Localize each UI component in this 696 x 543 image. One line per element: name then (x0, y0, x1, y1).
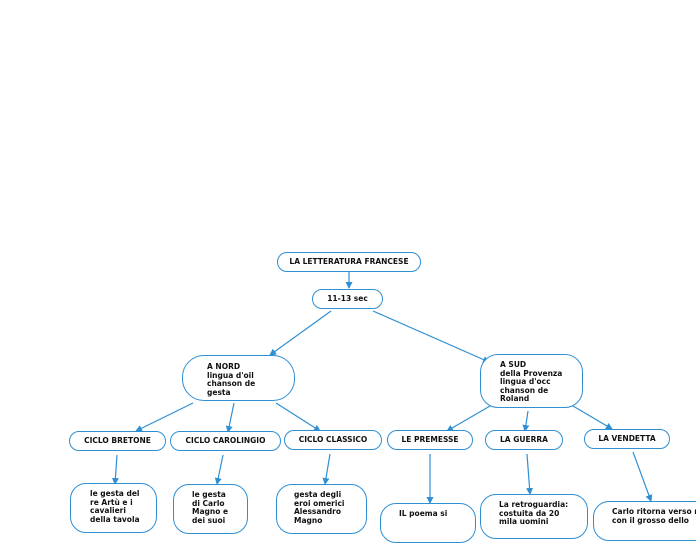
node-ciclo-classico[interactable]: CICLO CLASSICO (284, 430, 382, 450)
node-ciclo-carolingio-label: CICLO CAROLINGIO (185, 435, 266, 445)
edge-period-north (269, 310, 332, 356)
node-bretone-detail[interactable]: le gesta del re Artù e i cavalieri della… (70, 483, 157, 533)
node-premesse-detail[interactable]: IL poema si (380, 503, 476, 543)
node-classico-detail[interactable]: gesta degli eroi omerici Alessandro Magn… (276, 484, 367, 534)
node-ciclo-carolingio[interactable]: CICLO CAROLINGIO (170, 431, 281, 451)
node-ciclo-bretone-label: CICLO BRETONE (84, 435, 151, 445)
node-vendetta-label: LA VENDETTA (598, 433, 656, 443)
edge-north-bretone (135, 402, 194, 432)
node-vendetta[interactable]: LA VENDETTA (584, 429, 670, 449)
edge-period-south (372, 310, 490, 363)
node-period[interactable]: 11-13 sec (312, 289, 383, 309)
edge-guerra-detail (526, 453, 534, 495)
node-vendetta-detail[interactable]: Carlo ritorna verso ro con il grosso del… (593, 501, 696, 541)
edge-south-vendetta (572, 405, 613, 430)
node-premesse-detail-label: IL poema si (399, 509, 448, 518)
node-guerra-detail-label: La retroguardia: costuita da 20 mila uom… (499, 500, 569, 527)
node-classico-detail-label: gesta degli eroi omerici Alessandro Magn… (294, 490, 345, 525)
node-premesse-label: LE PREMESSE (401, 434, 459, 444)
edge-south-premesse (446, 405, 491, 432)
node-north[interactable]: A NORD lingua d'oil chanson de gesta (182, 355, 295, 401)
node-ciclo-classico-label: CICLO CLASSICO (298, 434, 368, 444)
node-south-label: A SUD della Provenza lingua d'occ chanso… (500, 360, 563, 404)
node-guerra-label: LA GUERRA (500, 434, 548, 444)
node-south[interactable]: A SUD della Provenza lingua d'occ chanso… (480, 354, 583, 408)
edge-bretone-detail (111, 454, 119, 485)
node-ciclo-bretone[interactable]: CICLO BRETONE (69, 431, 166, 451)
node-north-label: A NORD lingua d'oil chanson de gesta (207, 362, 256, 397)
edge-carolingio-detail (214, 454, 224, 485)
node-period-label: 11-13 sec (327, 293, 368, 303)
edge-classico-detail (322, 453, 331, 485)
node-vendetta-detail-label: Carlo ritorna verso ro con il grosso del… (612, 507, 696, 525)
node-root[interactable]: LA LETTERATURA FRANCESE (277, 252, 421, 272)
node-guerra-detail[interactable]: La retroguardia: costuita da 20 mila uom… (480, 494, 588, 539)
node-guerra[interactable]: LA GUERRA (485, 430, 563, 450)
edge-south-guerra (522, 410, 530, 432)
node-carolingio-detail[interactable]: le gesta di Carlo Magno e dei suoi (173, 484, 248, 534)
node-carolingio-detail-label: le gesta di Carlo Magno e dei suoi (192, 490, 229, 525)
edge-vendetta-detail (632, 451, 653, 502)
edge-north-classico (275, 402, 321, 432)
node-premesse[interactable]: LE PREMESSE (387, 430, 473, 450)
concept-map-connectors (111, 272, 653, 504)
edge-north-carolingio (225, 402, 235, 433)
node-bretone-detail-label: le gesta del re Artù e i cavalieri della… (90, 489, 140, 524)
node-root-label: LA LETTERATURA FRANCESE (289, 256, 409, 266)
